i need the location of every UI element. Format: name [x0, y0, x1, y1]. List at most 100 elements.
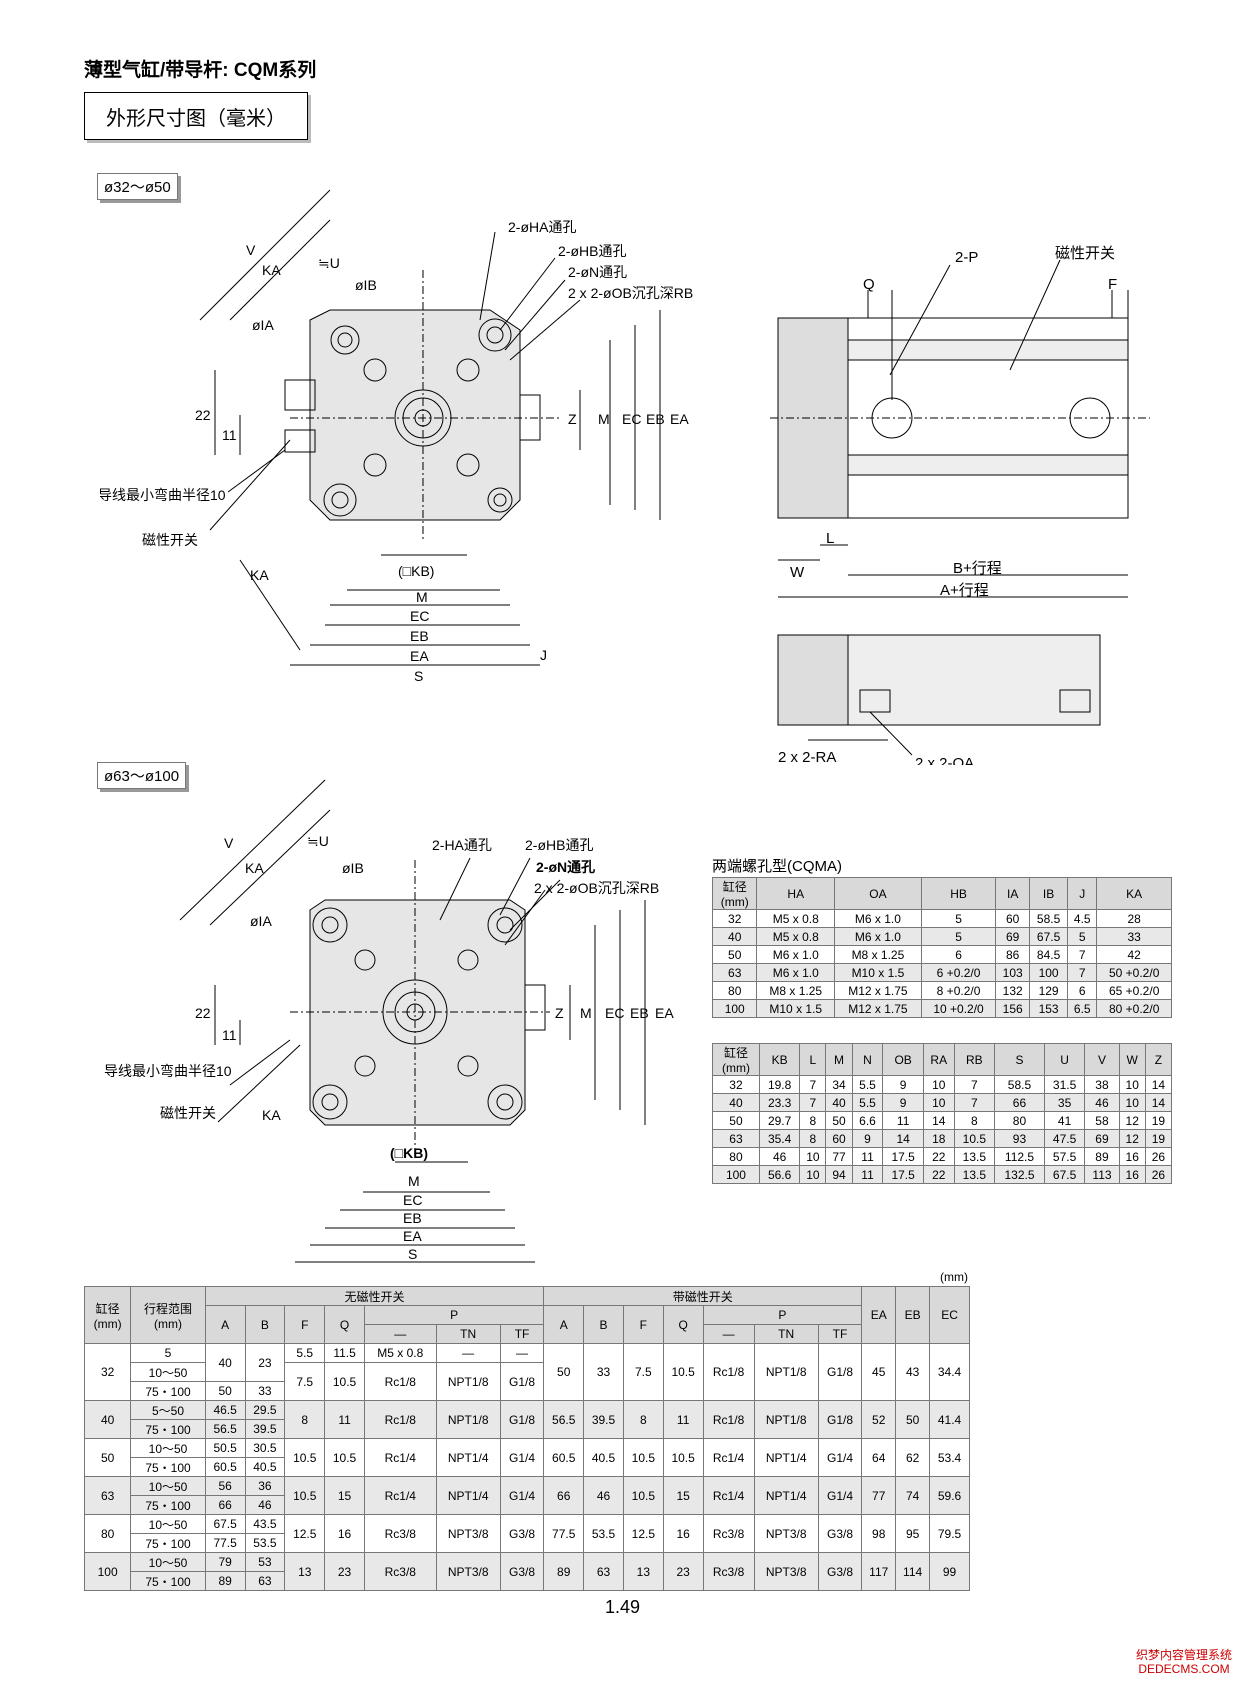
- table-cell: 67.5: [204, 1514, 246, 1534]
- table-cell: 66: [543, 1476, 585, 1515]
- table-cell: 11.5: [324, 1343, 365, 1363]
- header-bore: 缸径(mm): [83, 1286, 132, 1344]
- page-number: 1.49: [605, 1597, 641, 1617]
- table-cell: NPT1/4: [753, 1476, 819, 1515]
- table-cell: 12: [1118, 1129, 1146, 1148]
- svg-text:S: S: [414, 668, 423, 684]
- table-cell: 13.5: [953, 1165, 996, 1184]
- svg-text:磁性开关: 磁性开关: [1055, 245, 1115, 262]
- header-cell: TN: [435, 1324, 501, 1344]
- table-cell: 10.5: [284, 1476, 326, 1515]
- table-cell: 29.5: [244, 1400, 286, 1420]
- table-cell: 80 +0.2/0: [1096, 999, 1172, 1018]
- table-header-cell: RA: [922, 1043, 955, 1076]
- table-cell: 113: [1084, 1165, 1120, 1184]
- stroke-cell: 10～50: [130, 1362, 206, 1382]
- svg-text:EA: EA: [403, 1228, 422, 1244]
- table-cell: NPT1/8: [435, 1362, 501, 1401]
- table-cell: 53.4: [929, 1438, 970, 1477]
- table-cell: 80: [994, 1111, 1045, 1130]
- table-cell: 10.5: [324, 1362, 365, 1401]
- table-cell: 95: [895, 1514, 931, 1553]
- svg-text:M: M: [408, 1173, 420, 1189]
- table-cell: 40: [712, 1093, 760, 1112]
- table-cell: 26: [1144, 1147, 1173, 1166]
- table-cell: 14: [1144, 1075, 1173, 1094]
- table-cell: 35: [1043, 1093, 1086, 1112]
- svg-text:2-øHB通孔: 2-øHB通孔: [558, 243, 626, 259]
- svg-text:V: V: [224, 835, 234, 851]
- svg-text:Z: Z: [568, 411, 577, 427]
- svg-text:导线最小弯曲半径10: 导线最小弯曲半径10: [100, 487, 226, 503]
- table-cell: G1/8: [817, 1343, 863, 1401]
- table-header-cell: KB: [758, 1043, 801, 1076]
- table-cell: 75・100: [130, 1495, 206, 1515]
- table-cell: 80: [711, 981, 758, 1000]
- table-cell: 35.4: [758, 1129, 801, 1148]
- svg-text:øIA: øIA: [250, 913, 272, 929]
- table-header-cell: HB: [920, 877, 997, 910]
- table-cell: 56.6: [758, 1165, 801, 1184]
- table-header-cell: M: [825, 1043, 853, 1076]
- table-cell: 6: [920, 945, 997, 964]
- table-cell: 7: [953, 1075, 996, 1094]
- table-cell: 56.5: [543, 1400, 585, 1439]
- table-cell: 153: [1028, 999, 1069, 1018]
- header-stroke: 行程范围(mm): [130, 1286, 206, 1344]
- svg-text:2 x 2-øOB沉孔深RB: 2 x 2-øOB沉孔深RB: [568, 285, 693, 301]
- table-cell: 117: [861, 1552, 897, 1591]
- table-cell: 77.5: [543, 1514, 585, 1553]
- table-cell: 53.5: [583, 1514, 624, 1553]
- table-cell: 4.5: [1067, 909, 1098, 928]
- table-cell: —: [499, 1343, 545, 1363]
- table-cell: 10.5: [953, 1129, 996, 1148]
- table-cell: 80: [712, 1147, 760, 1166]
- svg-text:V: V: [246, 242, 256, 258]
- header-cell: B: [244, 1305, 286, 1344]
- table-cell: 94: [825, 1165, 853, 1184]
- svg-text:EC: EC: [410, 608, 429, 624]
- table-cell: 7: [953, 1093, 996, 1112]
- table-cell: 6 +0.2/0: [920, 963, 997, 982]
- table-cell: Rc1/8: [702, 1343, 755, 1401]
- table-cell: 7.5: [622, 1343, 664, 1401]
- table-cell: Rc1/4: [363, 1438, 437, 1477]
- table-cell: 10: [1118, 1075, 1146, 1094]
- svg-text:Q: Q: [863, 276, 875, 293]
- table-cell: 86: [995, 945, 1030, 964]
- svg-text:EB: EB: [410, 628, 429, 644]
- table-cell: 99: [929, 1552, 970, 1591]
- bore-cell: 50: [83, 1438, 132, 1477]
- table-cell: 93: [994, 1129, 1045, 1148]
- table-header-cell: RB: [953, 1043, 996, 1076]
- svg-text:S: S: [408, 1246, 417, 1262]
- table-cell: 63: [712, 1129, 760, 1148]
- table-cell: 75・100: [130, 1419, 206, 1439]
- table-cell: Rc3/8: [363, 1514, 437, 1553]
- table-cell: 9: [851, 1129, 884, 1148]
- table-header-cell: IA: [995, 877, 1030, 910]
- table-header-cell: U: [1043, 1043, 1086, 1076]
- table-cell: —: [435, 1343, 501, 1363]
- table-cell: 29.7: [758, 1111, 801, 1130]
- table-cell: 23.3: [758, 1093, 801, 1112]
- table-cell: 17.5: [882, 1165, 924, 1184]
- svg-text:M: M: [598, 411, 610, 427]
- bore-cell: 32: [83, 1343, 132, 1401]
- table-cell: M6 x 1.0: [834, 927, 922, 946]
- svg-text:M: M: [580, 1005, 592, 1021]
- svg-text:2-HA通孔: 2-HA通孔: [432, 837, 492, 853]
- table-cell: 10 +0.2/0: [920, 999, 997, 1018]
- table-cell: 5～50: [130, 1400, 206, 1420]
- bore-cell: 80: [83, 1514, 132, 1553]
- table-cell: 50 +0.2/0: [1096, 963, 1172, 982]
- table-cell: Rc1/8: [363, 1400, 437, 1439]
- svg-text:EA: EA: [410, 648, 429, 664]
- table-cell: 10.5: [324, 1438, 365, 1477]
- svg-text:11: 11: [222, 1027, 237, 1043]
